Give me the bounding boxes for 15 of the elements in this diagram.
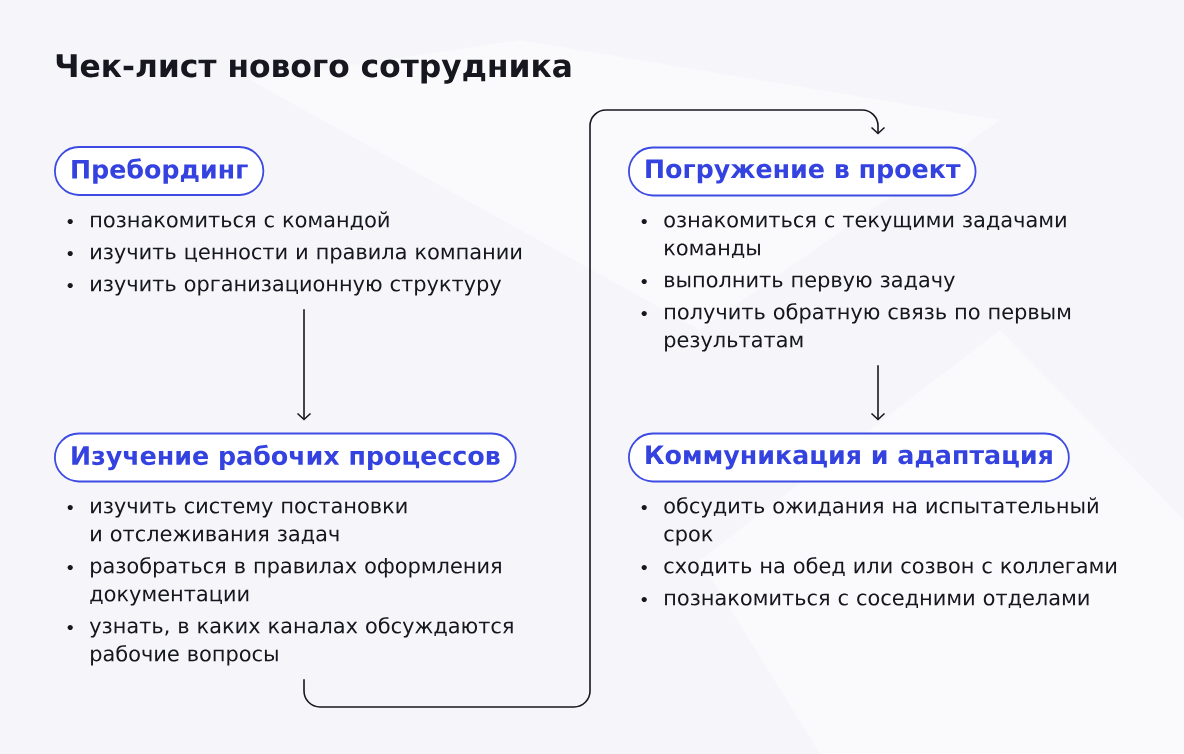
list-item: получить обратную связь по первым результатам: [665, 302, 1071, 352]
list-item: познакомиться с командой: [91, 211, 389, 231]
list-item: выполнить первую задачу: [665, 275, 955, 292]
arrow: [870, 364, 886, 421]
arrow: [296, 308, 312, 421]
heading-pill: Коммуникация и адаптация: [628, 432, 1070, 483]
list-item: изучить организационную структуру: [91, 279, 502, 296]
heading-pill: Изучение рабочих процессов: [54, 432, 517, 483]
title: Чек-лист нового сотрудника: [56, 54, 571, 84]
heading-pill: Погружение в проект: [628, 146, 977, 197]
list-item: узнать, в каких каналах обсуждаются рабочие вопросы: [89, 616, 513, 666]
heading-pill: Пребординг: [54, 146, 265, 196]
list-item: сходить на обед или созвон с коллегами: [664, 556, 1116, 577]
list-item: изучить ценности и правила компании: [91, 247, 522, 264]
list-item: познакомиться с соседними отделами: [665, 593, 1089, 609]
